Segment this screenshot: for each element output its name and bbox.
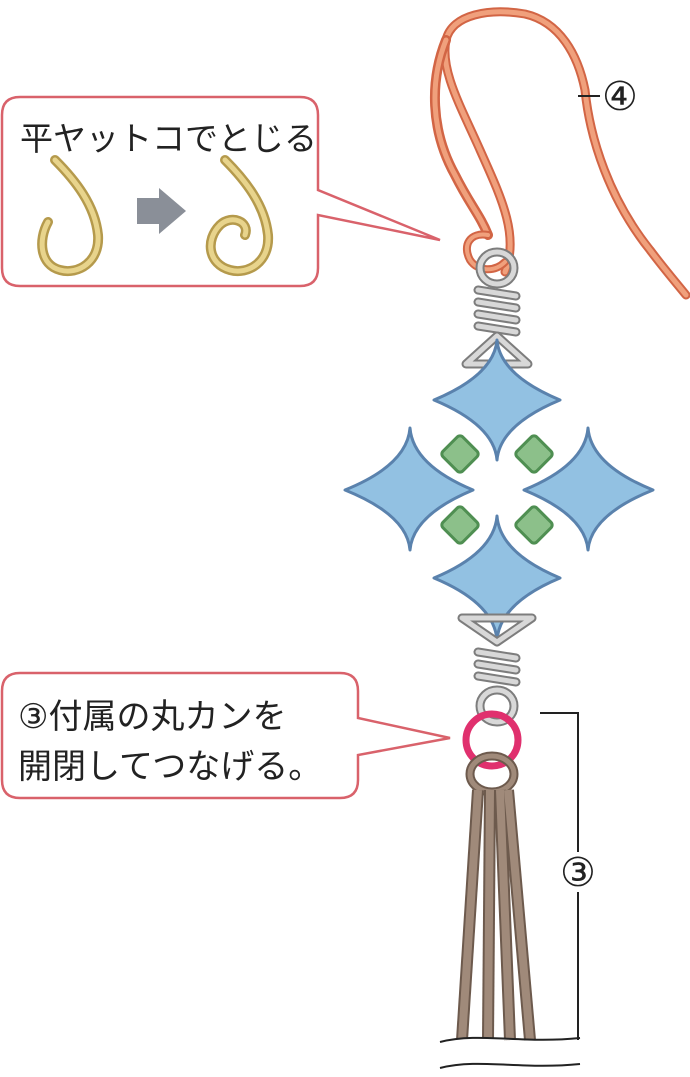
small-bead-bottom-left bbox=[440, 505, 480, 545]
closed-hook-icon bbox=[205, 155, 274, 276]
callout-bottom-line1: ③付属の丸カンを bbox=[18, 697, 286, 737]
small-bead-top-right bbox=[514, 434, 554, 474]
callout-top: 平ヤットコでとじる bbox=[0, 95, 441, 288]
lower-wire-connector bbox=[457, 613, 537, 727]
marker-hook: ④ bbox=[578, 74, 638, 120]
marker-tassel: ③ bbox=[540, 712, 600, 1040]
callout-top-text: 平ヤットコでとじる bbox=[20, 119, 317, 158]
open-hook-icon bbox=[37, 155, 104, 276]
ear-hook bbox=[429, 7, 690, 300]
arrow-right-icon bbox=[137, 188, 186, 234]
callout-bottom: ③付属の丸カンを 開閉してつなげる。 bbox=[0, 671, 451, 800]
bead-right bbox=[522, 426, 655, 552]
small-bead-top-left bbox=[440, 434, 480, 474]
bead-top bbox=[432, 338, 562, 462]
small-bead-bottom-right bbox=[514, 505, 554, 545]
tassel bbox=[430, 751, 600, 1073]
jump-ring bbox=[462, 710, 522, 770]
bead-left bbox=[343, 426, 475, 552]
bead-cluster bbox=[343, 338, 655, 642]
callout-bottom-line2: 開閉してつなげる。 bbox=[18, 747, 322, 787]
marker-hook-label: ④ bbox=[602, 74, 638, 120]
marker-tassel-label: ③ bbox=[560, 850, 596, 896]
